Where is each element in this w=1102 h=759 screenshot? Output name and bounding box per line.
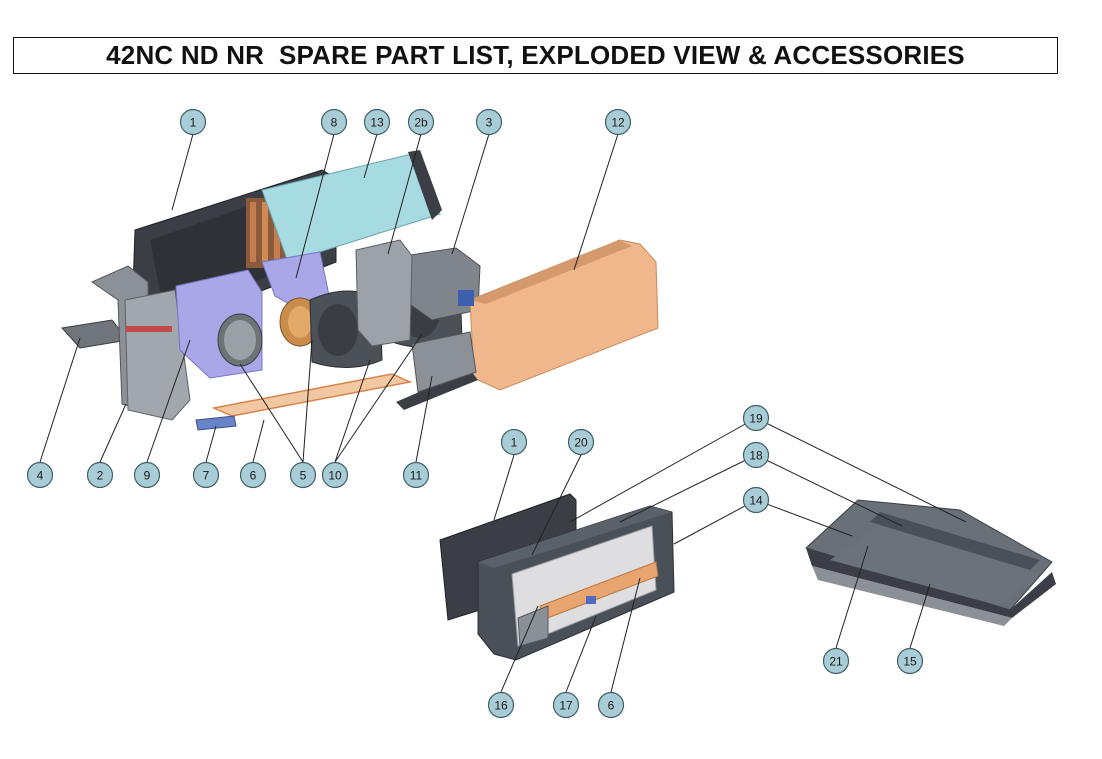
callout-label: 6	[250, 469, 257, 483]
callout-label: 3	[486, 116, 493, 130]
part-electric-box-top	[470, 240, 632, 304]
callout-label: 13	[370, 116, 384, 130]
callout-c6b: 6	[597, 691, 625, 719]
page-title: 42NC ND NR SPARE PART LIST, EXPLODED VIE…	[106, 40, 965, 70]
callout-label: 4	[37, 469, 44, 483]
part-coil-panel-edge	[408, 150, 442, 220]
callout-c14: 14	[742, 486, 770, 514]
part-access-grille-led	[586, 596, 596, 604]
callout-c3: 3	[475, 108, 503, 136]
callout-label: 2	[97, 469, 104, 483]
callout-c16: 16	[487, 691, 515, 719]
callout-c19: 19	[742, 404, 770, 432]
callout-c8: 8	[320, 108, 348, 136]
callout-label: 5	[300, 469, 307, 483]
callout-c10: 10	[321, 461, 349, 489]
callout-c21: 21	[822, 647, 850, 675]
callout-label: 19	[749, 412, 763, 426]
callout-label: 1	[511, 436, 518, 450]
ceiling-unit	[805, 499, 1056, 626]
part-small-clip	[195, 415, 237, 431]
part-filter	[211, 373, 413, 417]
callout-c1a: 1	[179, 108, 207, 136]
callout-c9: 9	[133, 461, 161, 489]
callout-c17: 17	[552, 691, 580, 719]
title-box: 42NC ND NR SPARE PART LIST, EXPLODED VIE…	[13, 37, 1058, 74]
callout-label: 20	[574, 436, 588, 450]
callout-label: 11	[410, 469, 423, 483]
callout-label: 15	[903, 655, 917, 669]
callout-c15: 15	[896, 647, 924, 675]
part-ceiling-bottom-cover	[830, 526, 1040, 606]
part-mid-side-panel	[355, 239, 413, 347]
callout-label: 6	[608, 699, 615, 713]
callout-c5: 5	[289, 461, 317, 489]
callout-label: 14	[749, 494, 763, 508]
callout-c4: 4	[26, 461, 54, 489]
part-right-bracket	[396, 370, 478, 410]
callout-label: 16	[494, 699, 508, 713]
callout-c11: 11	[402, 461, 430, 489]
cabinet-wall-unit	[439, 493, 675, 661]
callout-c18: 18	[742, 441, 770, 469]
callout-label: 7	[203, 469, 210, 483]
callout-c13: 13	[363, 108, 391, 136]
callout-label: 8	[331, 116, 338, 130]
callout-label: 21	[829, 655, 843, 669]
callout-c6a: 6	[239, 461, 267, 489]
callout-label: 2b	[414, 116, 428, 130]
part-electric-box	[469, 239, 659, 391]
callout-c7: 7	[192, 461, 220, 489]
callout-label: 10	[328, 469, 342, 483]
callout-label: 17	[559, 699, 573, 713]
part-left-bracket	[61, 319, 129, 349]
callout-label: 12	[611, 116, 625, 130]
callout-c12: 12	[604, 108, 632, 136]
callout-label: 1	[190, 116, 197, 130]
part-terminal-strip	[126, 326, 172, 332]
leader-lines	[39, 133, 967, 693]
part-electric-box-connector	[458, 290, 474, 306]
callout-c2: 2	[86, 461, 114, 489]
part-coil-panel	[261, 151, 441, 263]
callout-c1b: 1	[500, 428, 528, 456]
callout-label: 9	[144, 469, 151, 483]
part-ceiling-grille	[870, 512, 1040, 570]
callout-label: 18	[749, 449, 763, 463]
callout-c2b: 2b	[407, 108, 435, 136]
exploded-assembly	[61, 150, 659, 431]
part-cabinet-top	[478, 506, 672, 568]
part-ceiling-front-face	[812, 566, 1012, 626]
part-right-end-panel	[411, 331, 477, 393]
callout-c20: 20	[567, 428, 595, 456]
